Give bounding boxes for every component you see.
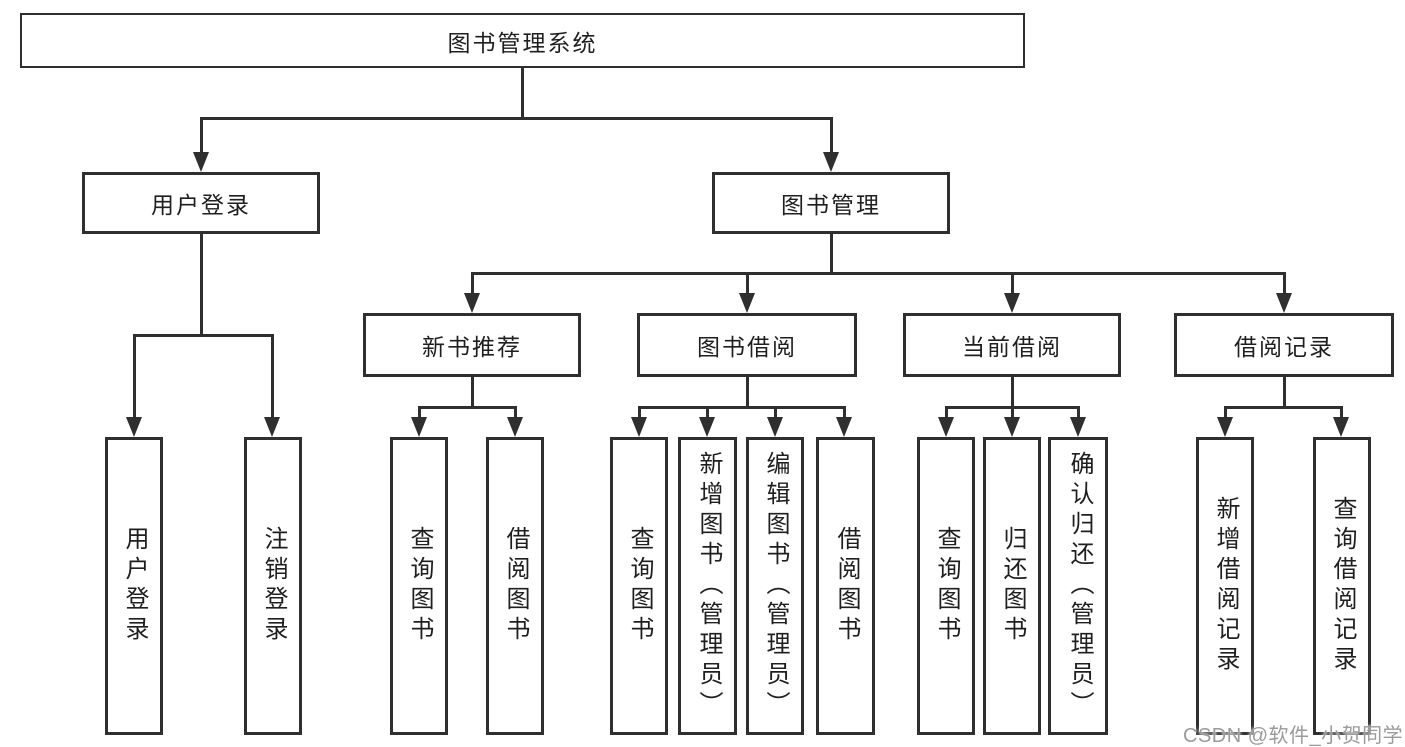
arrowhead-icon (411, 417, 427, 437)
connector-leaf-line (1011, 406, 1014, 420)
node-current-borrow: 当前借阅 (903, 313, 1121, 377)
leaf-borrow-query: 查询图书 (610, 437, 668, 735)
node-book-management: 图书管理 (712, 172, 950, 234)
connector-book-borrow-split (638, 406, 846, 409)
arrowhead-icon (193, 152, 209, 172)
connector-book-management-stem (830, 234, 833, 274)
connector-book-management-split (471, 272, 1285, 275)
connector-root-stem (521, 68, 524, 118)
arrowhead-icon (507, 417, 523, 437)
connector-to-book-borrow (746, 272, 749, 300)
arrowhead-icon (126, 417, 142, 437)
connector-to-book-management (830, 117, 833, 155)
leaf-current-return: 归还图书 (983, 437, 1041, 735)
arrowhead-icon (1276, 293, 1292, 313)
leaf-logout-login: 注销登录 (244, 437, 302, 735)
leaf-current-confirm-admin: 确认归还（管理员） (1048, 437, 1108, 735)
connector-to-new-book (471, 272, 474, 300)
node-book-borrow: 图书借阅 (637, 313, 857, 377)
connector-user-login-split (133, 334, 274, 337)
connector-root-split (200, 117, 833, 120)
node-root-system: 图书管理系统 (20, 13, 1025, 68)
leaf-borrow-add-admin: 新增图书（管理员） (678, 437, 737, 735)
connector-leaf-line (514, 406, 517, 420)
arrowhead-icon (1070, 417, 1086, 437)
arrowhead-icon (464, 293, 480, 313)
connector-new-book-split (418, 406, 517, 409)
arrowhead-icon (767, 417, 783, 437)
connector-leaf-line (945, 406, 948, 420)
connector-to-borrow-records (1283, 272, 1286, 300)
connector-leaf-line (843, 406, 846, 420)
arrowhead-icon (264, 417, 280, 437)
arrowhead-icon (739, 293, 755, 313)
connector-to-current-borrow (1011, 272, 1014, 300)
node-new-book-recommend: 新书推荐 (363, 313, 581, 377)
connector-leaf-line (1077, 406, 1080, 420)
connector-to-leaf-user-login (133, 334, 136, 419)
arrowhead-icon (631, 417, 647, 437)
node-borrow-records: 借阅记录 (1174, 313, 1394, 377)
leaf-current-query: 查询图书 (917, 437, 975, 735)
arrowhead-icon (1333, 417, 1349, 437)
leaf-borrow-edit-admin: 编辑图书（管理员） (746, 437, 804, 735)
arrowhead-icon (1217, 417, 1233, 437)
connector-borrow-records-stem (1283, 377, 1286, 408)
arrowhead-icon (1004, 417, 1020, 437)
connector-to-leaf-logout (271, 334, 274, 419)
connector-leaf-line (706, 406, 709, 420)
node-user-login: 用户登录 (82, 172, 320, 234)
arrowhead-icon (823, 152, 839, 172)
arrowhead-icon (1004, 293, 1020, 313)
leaf-user-login: 用户登录 (105, 437, 163, 735)
connector-leaf-line (774, 406, 777, 420)
leaf-records-query: 查询借阅记录 (1313, 437, 1371, 735)
leaf-borrow-borrow: 借阅图书 (816, 437, 875, 735)
connector-leaf-line (418, 406, 421, 420)
connector-leaf-line (1340, 406, 1343, 420)
connector-user-login-stem (200, 234, 203, 335)
leaf-records-add: 新增借阅记录 (1196, 437, 1254, 735)
arrowhead-icon (699, 417, 715, 437)
arrowhead-icon (836, 417, 852, 437)
leaf-new-book-query: 查询图书 (390, 437, 448, 735)
connector-to-user-login (200, 117, 203, 155)
connector-current-borrow-stem (1011, 377, 1014, 408)
leaf-new-book-borrow: 借阅图书 (486, 437, 544, 735)
connector-leaf-line (638, 406, 641, 420)
arrowhead-icon (938, 417, 954, 437)
connector-leaf-line (1224, 406, 1227, 420)
connector-borrow-records-split (1224, 406, 1343, 409)
connector-book-borrow-stem (746, 377, 749, 408)
connector-new-book-stem (471, 377, 474, 408)
